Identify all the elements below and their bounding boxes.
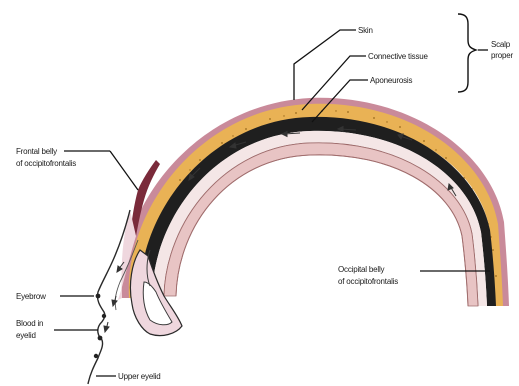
aponeurosis-label: Aponeurosis (370, 76, 412, 85)
curly-brace-icon (458, 14, 476, 92)
leader-lines (54, 30, 490, 376)
occipital-belly-label-line2: of occipitofrontalis (338, 277, 398, 286)
skin-leader (294, 30, 356, 100)
scalp-dome (122, 98, 509, 306)
blood-in-eyelid-label-line2: eyelid (16, 331, 36, 340)
blood-in-eyelid-label-line1: Blood in (16, 319, 43, 328)
upper-eyelid-label: Upper eyelid (118, 372, 161, 381)
connective-tissue-label: Connective tissue (368, 52, 428, 61)
eyebrow-label: Eyebrow (16, 292, 46, 301)
skin-label: Skin (358, 26, 373, 35)
scalp-proper-label-line1: Scalp (491, 40, 511, 49)
frontal-belly-label-line1: Frontal belly (16, 147, 57, 156)
occipital-belly-label-line1: Occipital belly (338, 265, 385, 274)
scalp-proper-label-line2: proper (491, 51, 513, 60)
frontal-belly-label-line2: of occipitofrontalis (16, 159, 76, 168)
frontal-belly-leader-end (110, 151, 138, 190)
labels: Skin Connective tissue Aponeurosis Scalp… (16, 26, 513, 381)
